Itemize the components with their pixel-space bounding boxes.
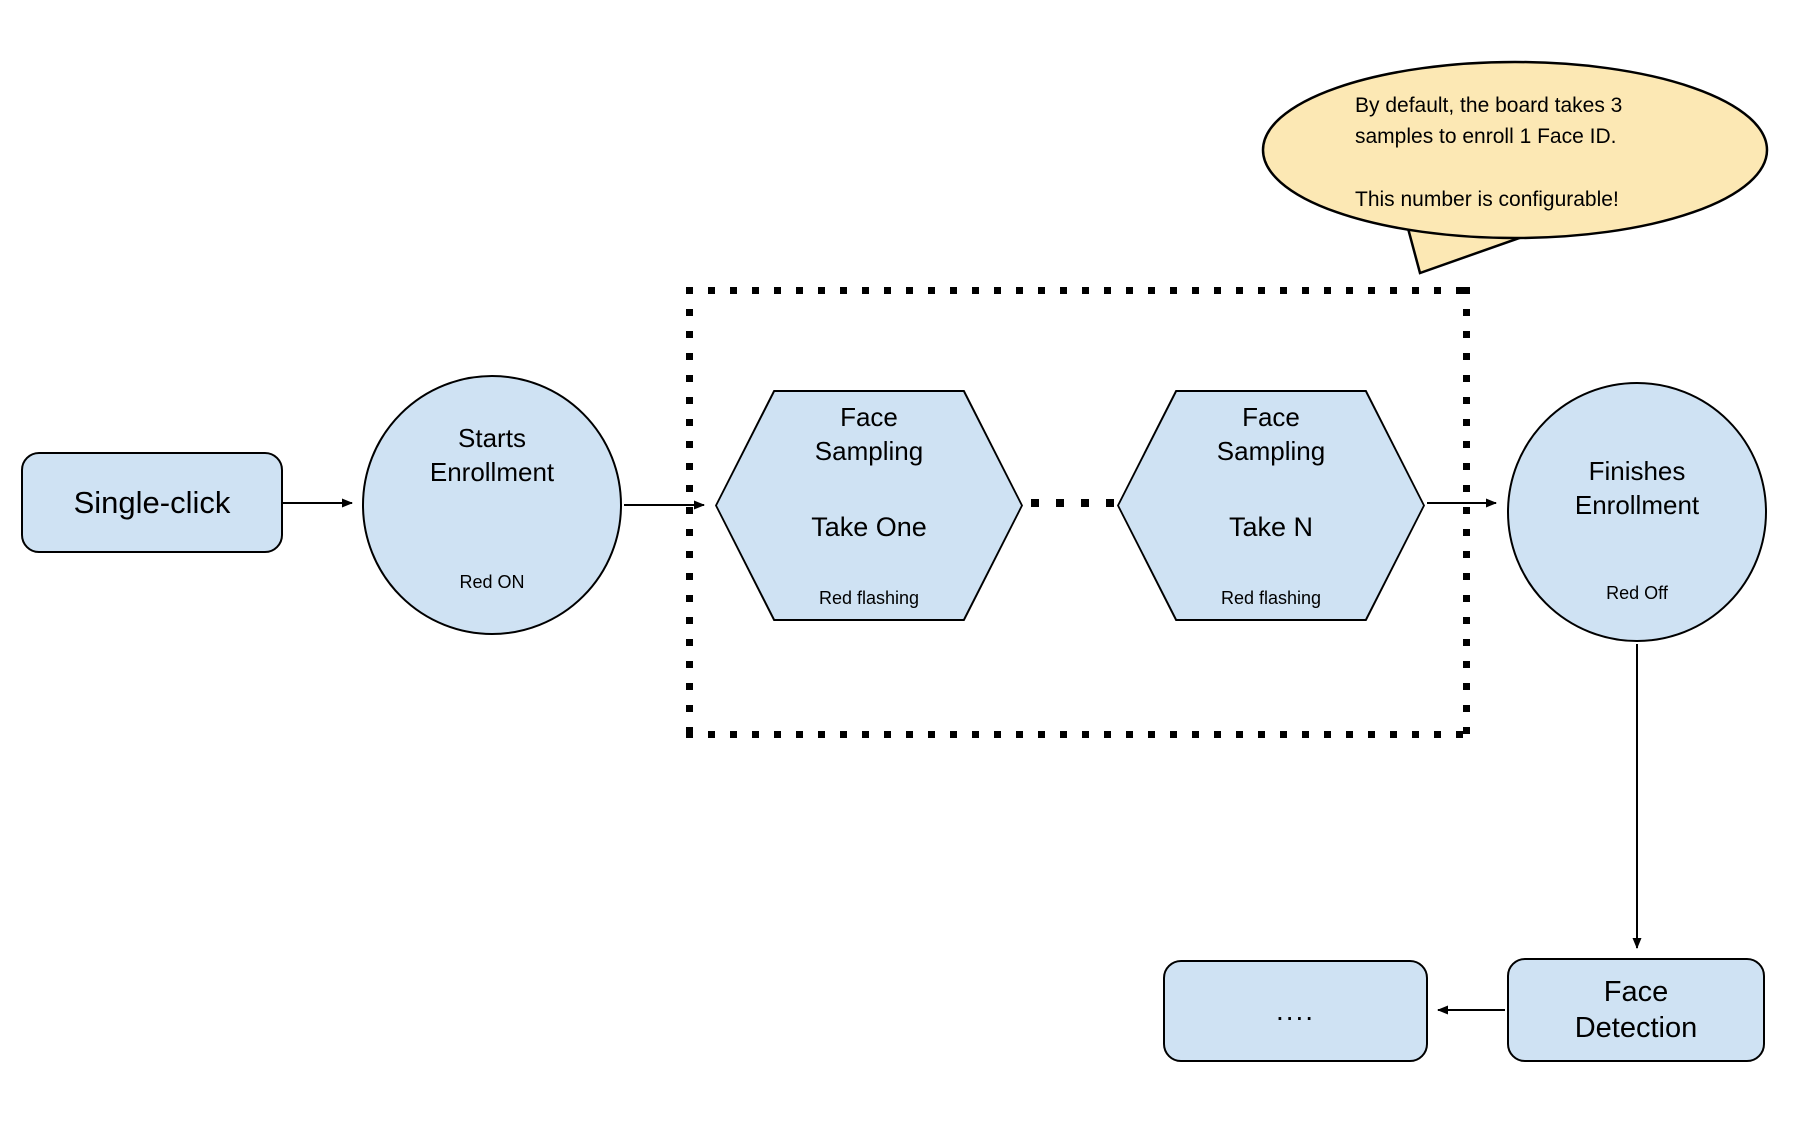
- sampling-one-line1: Face: [840, 402, 898, 432]
- node-starts-enrollment: Starts Enrollment Red ON: [362, 375, 622, 635]
- single-click-label: Single-click: [73, 484, 231, 520]
- callout-line3: This number is configurable!: [1355, 188, 1619, 211]
- sampling-one-line2: Sampling: [814, 436, 924, 466]
- continuation-label: ....: [1275, 995, 1316, 1026]
- node-single-click: Single-click: [21, 452, 283, 553]
- face-sampling-one-label: Face Sampling: [715, 400, 1023, 468]
- face-detection-line1: Face: [1603, 976, 1669, 1008]
- face-sampling-one-led-status: Red flashing: [818, 588, 920, 608]
- finishes-line1: Finishes: [1588, 456, 1686, 486]
- hexagon-fill: [1119, 392, 1423, 619]
- node-finishes-enrollment: Finishes Enrollment Red Off: [1507, 382, 1767, 642]
- speech-bubble-note: By default, the board takes 3 samples to…: [1355, 90, 1700, 215]
- finishes-enrollment-led-status: Red Off: [1606, 583, 1668, 603]
- hexagon-repeat-dots: [1031, 499, 1116, 507]
- starts-line1: Starts: [458, 423, 526, 453]
- face-sampling-n-label: Face Sampling: [1117, 400, 1425, 468]
- starts-enrollment-led-status: Red ON: [459, 572, 525, 592]
- starts-line2: Enrollment: [429, 457, 555, 487]
- callout-line2: samples to enroll 1 Face ID.: [1355, 125, 1617, 148]
- node-face-sampling-take-n: Face Sampling Take N Red flashing: [1117, 390, 1425, 621]
- sampling-n-line1: Face: [1242, 402, 1300, 432]
- sampling-n-line2: Sampling: [1216, 436, 1326, 466]
- finishes-line2: Enrollment: [1574, 490, 1700, 520]
- face-sampling-one-step: Take One: [811, 512, 927, 542]
- face-sampling-n-step: Take N: [1228, 512, 1314, 542]
- node-continuation-ellipsis: ....: [1163, 960, 1428, 1062]
- face-detection-line2: Detection: [1574, 1012, 1698, 1044]
- finishes-enrollment-label: Finishes Enrollment: [1509, 454, 1765, 522]
- speech-bubble-ellipse: [1261, 60, 1769, 240]
- hexagon-fill: [717, 392, 1021, 619]
- callout-line1: By default, the board takes 3: [1355, 94, 1623, 117]
- node-face-sampling-take-one: Face Sampling Take One Red flashing: [715, 390, 1023, 621]
- starts-enrollment-label: Starts Enrollment: [364, 421, 620, 489]
- face-sampling-n-led-status: Red flashing: [1220, 588, 1322, 608]
- node-face-detection: Face Detection: [1507, 958, 1765, 1062]
